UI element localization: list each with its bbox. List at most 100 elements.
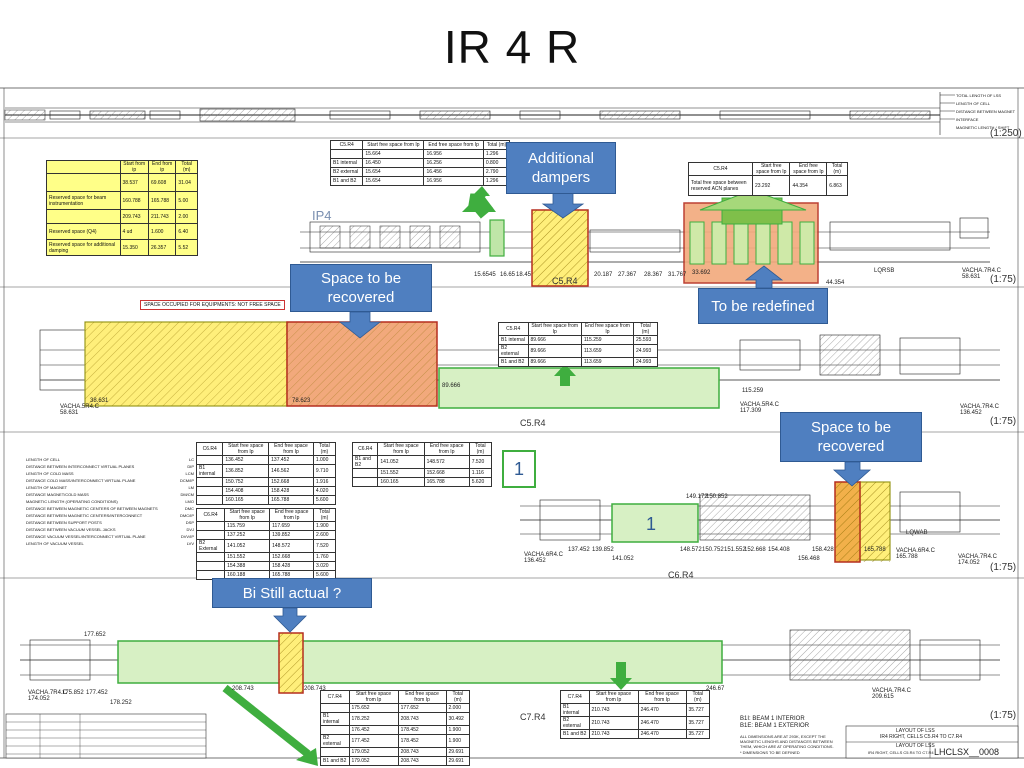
table-cell: B2 external: [560, 716, 590, 730]
table-cell: B2 external: [498, 344, 529, 358]
table-cell: 154.408: [222, 486, 270, 496]
table-cell: 177.652: [397, 703, 447, 713]
table-header: C6.R4: [351, 442, 379, 456]
table-header: Total (m): [468, 442, 493, 456]
table-cell: 1.900: [445, 734, 471, 748]
table-cell: 23.292: [751, 175, 791, 196]
legend-code: LCM: [185, 471, 194, 476]
table-cell: B1 internal: [560, 703, 590, 717]
table-cell: 24.993: [632, 357, 659, 367]
callout-to-be-redefined: To be redefined: [698, 288, 828, 324]
legend-label: LENGTH OF CELL: [26, 457, 61, 462]
section-label-c5r4: C5.R4: [552, 276, 578, 286]
callout-pointer: [541, 192, 585, 219]
equipment-tag: VACHA.7R4.C 58.631: [962, 268, 1001, 280]
table-cell: 30.492: [445, 712, 471, 726]
table-cell: 141.052: [224, 539, 271, 553]
callout-space-to-be-recovered: Space to be recovered: [290, 264, 432, 312]
table-header: Total (m): [826, 162, 848, 176]
drawing-number: LHCLSX__0008: [934, 747, 1000, 757]
table-cell: 211.743: [147, 209, 177, 224]
dimension-label: 141.052: [612, 556, 634, 562]
table-cell: 113.659: [580, 344, 634, 358]
note-text: * DIMENSIONS TO BE DEFINED: [740, 750, 800, 755]
table-header: End free space from Ip: [423, 442, 470, 456]
scale-label: (1:75): [990, 562, 1017, 573]
table-cell: 2.600: [313, 530, 336, 540]
table-cell: 89.666: [527, 344, 582, 358]
dimension-label: 149.172: [686, 494, 708, 500]
section-label-c7r4: C7.R4: [520, 712, 546, 722]
table-cell: 136.452: [222, 455, 270, 465]
table-header: C5.R4: [688, 162, 753, 176]
table-header: End free space from Ip: [268, 442, 314, 456]
dimension-label: 177.652: [84, 632, 106, 638]
table-header: Start free space from Ip: [222, 442, 270, 456]
legend-code: DVV/IP: [180, 534, 194, 539]
table-cell: 160.165: [222, 495, 270, 505]
callout-bi-still-actual: Bi Still actual ?: [212, 578, 372, 608]
recover-zone-hatch: [835, 482, 890, 562]
table-cell: [46, 209, 121, 224]
top-legend-item: TOTAL LENGTH OF LSS: [956, 93, 1002, 98]
row2-beamline: [300, 217, 990, 263]
dimension-label: 158.428: [812, 547, 834, 553]
bi-zone-hatch: [279, 633, 303, 693]
table-cell: 5.600: [312, 495, 337, 505]
title-block-text: IR4 RIGHT, CELLS C5.R4 TO C7.R4: [880, 734, 963, 740]
dimension-label: 31.767: [668, 272, 687, 278]
dimension-label: 139.852: [592, 547, 614, 553]
scale-label: (1:250): [990, 128, 1022, 139]
green-arrow-up-icon: [554, 364, 576, 386]
callout-pointer: [744, 265, 784, 289]
legend-label: DISTANCE BETWEEN INTERCONNECT VIRTUAL PL…: [26, 464, 135, 469]
table-cell: Reserved space for beam instrumentation: [46, 191, 121, 210]
table-cell: [195, 495, 224, 505]
table-header: C5.R4: [329, 140, 364, 150]
legend-code: LM: [188, 485, 194, 490]
table-cell: 160.165: [377, 477, 425, 487]
table-cell: 165.788: [423, 477, 470, 487]
table-cell: 178.452: [397, 734, 447, 748]
legend-code: LC: [188, 457, 194, 462]
table-header: Total (m): [632, 322, 659, 336]
table-cell: 4.020: [312, 486, 337, 496]
table-cell: [46, 173, 121, 192]
table-cell: 26.357: [147, 239, 177, 256]
table-cell: [195, 561, 226, 571]
table-cell: [329, 149, 364, 159]
legend-row: DISTANCE BETWEEN INTERCONNECT VIRTUAL PL…: [26, 463, 194, 470]
table-header: C5.R4: [498, 322, 529, 336]
table-header: Total (m): [175, 160, 198, 174]
table-cell: 210.743: [588, 729, 639, 739]
table-cell: B2 External: [195, 539, 226, 553]
dimension-label: 20.187: [594, 272, 613, 278]
table-header: Total (m): [313, 508, 336, 522]
table-header: End free space from Ip: [789, 162, 828, 176]
equipment-tag: VACHA.7R4.C 174.052: [28, 690, 67, 702]
legend-code: LVV: [186, 541, 194, 546]
table-cell: 38.537: [119, 173, 149, 192]
redefine-green-sub: [777, 221, 793, 265]
table-header: Start free space from Ip: [224, 508, 271, 522]
legend-label: DISTANCE MAGNET/COLD MASS: [26, 492, 89, 497]
table-cell: 137.252: [224, 530, 271, 540]
dimension-label: 15.6545: [474, 272, 496, 278]
table-cell: 210.743: [588, 703, 639, 717]
table-cell: [351, 468, 379, 478]
table-cell: 9.710: [312, 464, 337, 478]
table-cell: 15.664: [362, 149, 425, 159]
equipment-tag: VACHA.6R4.C 165.788: [896, 548, 935, 560]
legend-code: LMO: [185, 499, 194, 504]
table-cell: 35.727: [685, 703, 711, 717]
table-cell: 115.259: [580, 335, 634, 345]
table-cell: [195, 486, 224, 496]
equipment-tag: VACHA.6R4.C 136.452: [524, 552, 563, 564]
table-cell: 117.659: [269, 521, 315, 531]
table-cell: [351, 477, 379, 487]
free-space-green: [611, 503, 699, 543]
table-cell: 246.470: [637, 729, 687, 739]
table-cell: 208.743: [397, 756, 447, 766]
dimension-label: 137.452: [568, 547, 590, 553]
